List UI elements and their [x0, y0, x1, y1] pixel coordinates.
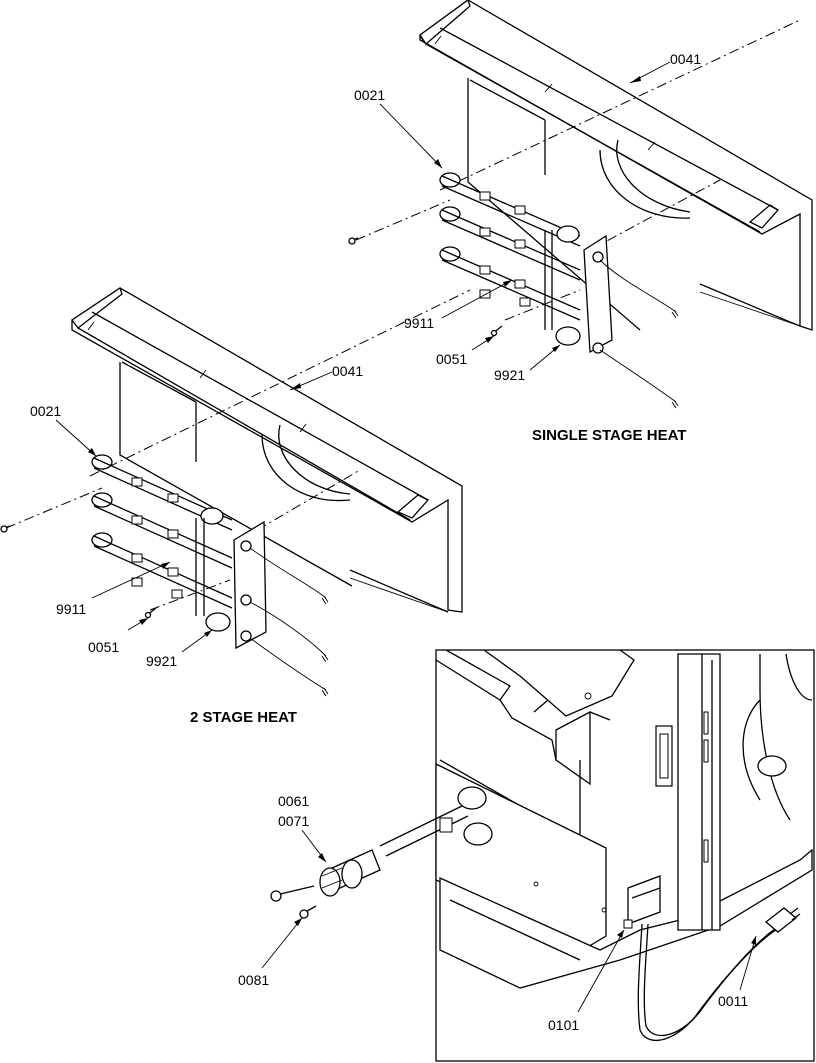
leaders-two — [55, 371, 333, 653]
screw-two — [0, 525, 11, 533]
label-9911-single: 9911 — [404, 315, 434, 331]
thermostat-assembly — [270, 786, 493, 919]
two-stage-assembly — [0, 286, 471, 697]
screw-single — [348, 237, 359, 245]
label-0061: 0061 — [278, 793, 309, 809]
label-0051-single: 0051 — [436, 351, 467, 367]
heater-element-single — [439, 172, 679, 409]
heater-element-two — [91, 454, 329, 697]
label-0071: 0071 — [278, 813, 309, 829]
screw-0051-single — [490, 325, 503, 337]
label-0041-single: 0041 — [670, 51, 701, 67]
label-9921-single: 9921 — [494, 367, 525, 383]
label-0021-single: 0021 — [354, 87, 385, 103]
label-9921-two: 9921 — [146, 653, 177, 669]
label-0081: 0081 — [238, 972, 269, 988]
caption-single-stage-heat: SINGLE STAGE HEAT — [532, 427, 686, 444]
leaders-bottom — [261, 829, 757, 1013]
screw-0051-two — [144, 607, 157, 619]
label-0101: 0101 — [548, 1017, 579, 1033]
heater-housing-two — [71, 286, 463, 613]
label-0051-two: 0051 — [88, 639, 119, 655]
heater-housing-single — [419, 0, 813, 331]
single-stage-assembly — [348, 0, 813, 409]
label-9911-two: 9911 — [56, 601, 86, 617]
label-0041-two: 0041 — [332, 363, 363, 379]
label-0011: 0011 — [718, 993, 748, 1009]
detail-box — [435, 649, 815, 1062]
caption-two-stage-heat: 2 STAGE HEAT — [190, 709, 297, 726]
leaders-single — [379, 61, 671, 371]
label-0021-two: 0021 — [30, 403, 61, 419]
